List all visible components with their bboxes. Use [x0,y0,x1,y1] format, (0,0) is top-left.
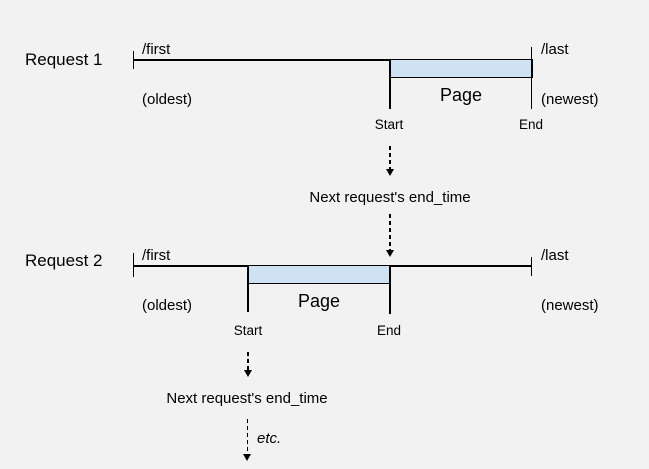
request-1-left-tick [132,51,134,69]
oldest-label: (oldest) [142,296,193,314]
request-1-end-tick [530,47,532,109]
next-request-end-time-label-1: Next request's end_time [309,189,471,206]
request-1-axis-end-label: /last (newest) [541,9,599,141]
request-2-axis-end-label: /last (newest) [541,215,599,347]
request-2-end-label: End [376,323,402,338]
last-label: /last [541,247,569,264]
dashed-arrow-line-2 [389,214,391,251]
request-1-timeline [133,59,532,61]
dashed-arrow-line-4 [246,419,248,455]
last-label: /last [541,41,569,58]
first-label: /first [142,247,171,264]
request-2-left-tick [132,253,134,277]
request-1-axis-start-label: /first (oldest) [142,9,192,141]
request-2-start-tick [247,265,249,312]
next-request-end-time-label-2: Next request's end_time [166,390,328,407]
request-2-label: Request 2 [25,251,103,270]
request-2-end-tick [389,265,391,314]
down-arrowhead-icon [243,370,252,377]
request-2-axis-start-label: /first (oldest) [142,215,192,347]
down-arrowhead-icon [243,454,251,461]
down-arrowhead-icon [385,250,394,257]
newest-label: (newest) [541,90,599,108]
request-1-page-box [389,58,533,78]
request-2-page-label: Page [297,291,341,311]
request-1-start-label: Start [374,117,404,132]
request-1-label: Request 1 [25,50,103,69]
dashed-arrow-line-3 [247,352,249,372]
request-1-end-label: End [518,117,544,132]
request-2-right-tick [530,257,532,276]
request-1-start-tick [389,59,391,109]
oldest-label: (oldest) [142,90,193,108]
first-label: /first [142,41,171,58]
request-2-page-box [247,264,391,284]
request-1-page-label: Page [439,85,483,105]
request-2-start-label: Start [233,323,263,338]
dashed-arrow-line-1 [389,146,391,171]
down-arrowhead-icon [385,169,394,176]
etc-label: etc. [257,430,282,447]
newest-label: (newest) [541,296,599,314]
